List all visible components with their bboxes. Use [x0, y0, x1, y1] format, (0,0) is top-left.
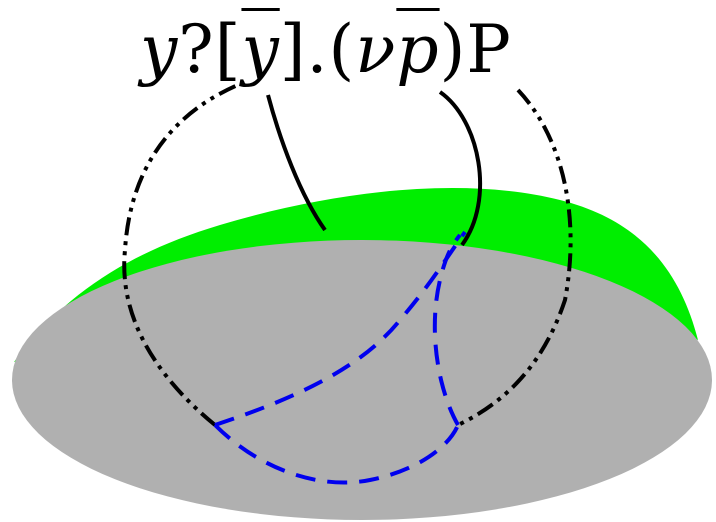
link-ybar: [266, 94, 327, 232]
formula-P: P: [466, 11, 512, 88]
formula-right-bracket: ]: [279, 11, 307, 88]
formula-left-paren: (: [328, 11, 356, 88]
process-formula: y?[y].(νp)P: [140, 10, 512, 90]
formula-right-paren: ): [439, 11, 467, 88]
formula-dot: .: [306, 11, 329, 88]
dash-dot-circle-right: [457, 88, 573, 427]
formula-nu: ν: [355, 11, 397, 88]
link-pbar: [438, 90, 483, 247]
gray-disk: [12, 240, 712, 520]
hidden-edge-vertical: [432, 233, 462, 426]
formula-ybar: y: [241, 11, 280, 88]
dash-dot-circle: [122, 78, 251, 427]
hidden-edge-outer: [213, 423, 460, 485]
formula-y: y: [140, 11, 179, 88]
formula-left-bracket: [: [214, 11, 242, 88]
formula-question-mark: ?: [178, 11, 215, 88]
formula-pbar: p: [396, 11, 440, 88]
